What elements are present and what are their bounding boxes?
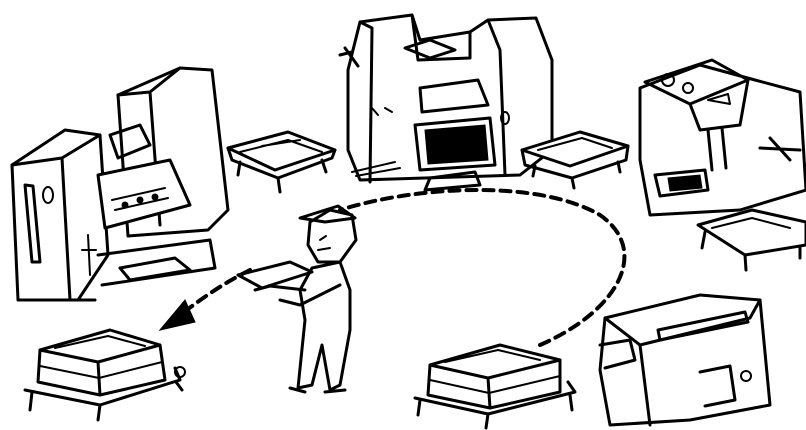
offset-printer — [340, 15, 552, 190]
guillotine-cutter — [640, 60, 806, 270]
printing-press — [12, 68, 228, 300]
paper-stack-pallet — [25, 330, 185, 420]
paper-stack-pallet — [415, 345, 575, 428]
paper-stack-pallet — [228, 132, 335, 192]
folding-machine — [600, 295, 770, 425]
dashed-path-arrow — [160, 190, 624, 345]
worker-carrying-sheets — [238, 206, 356, 392]
